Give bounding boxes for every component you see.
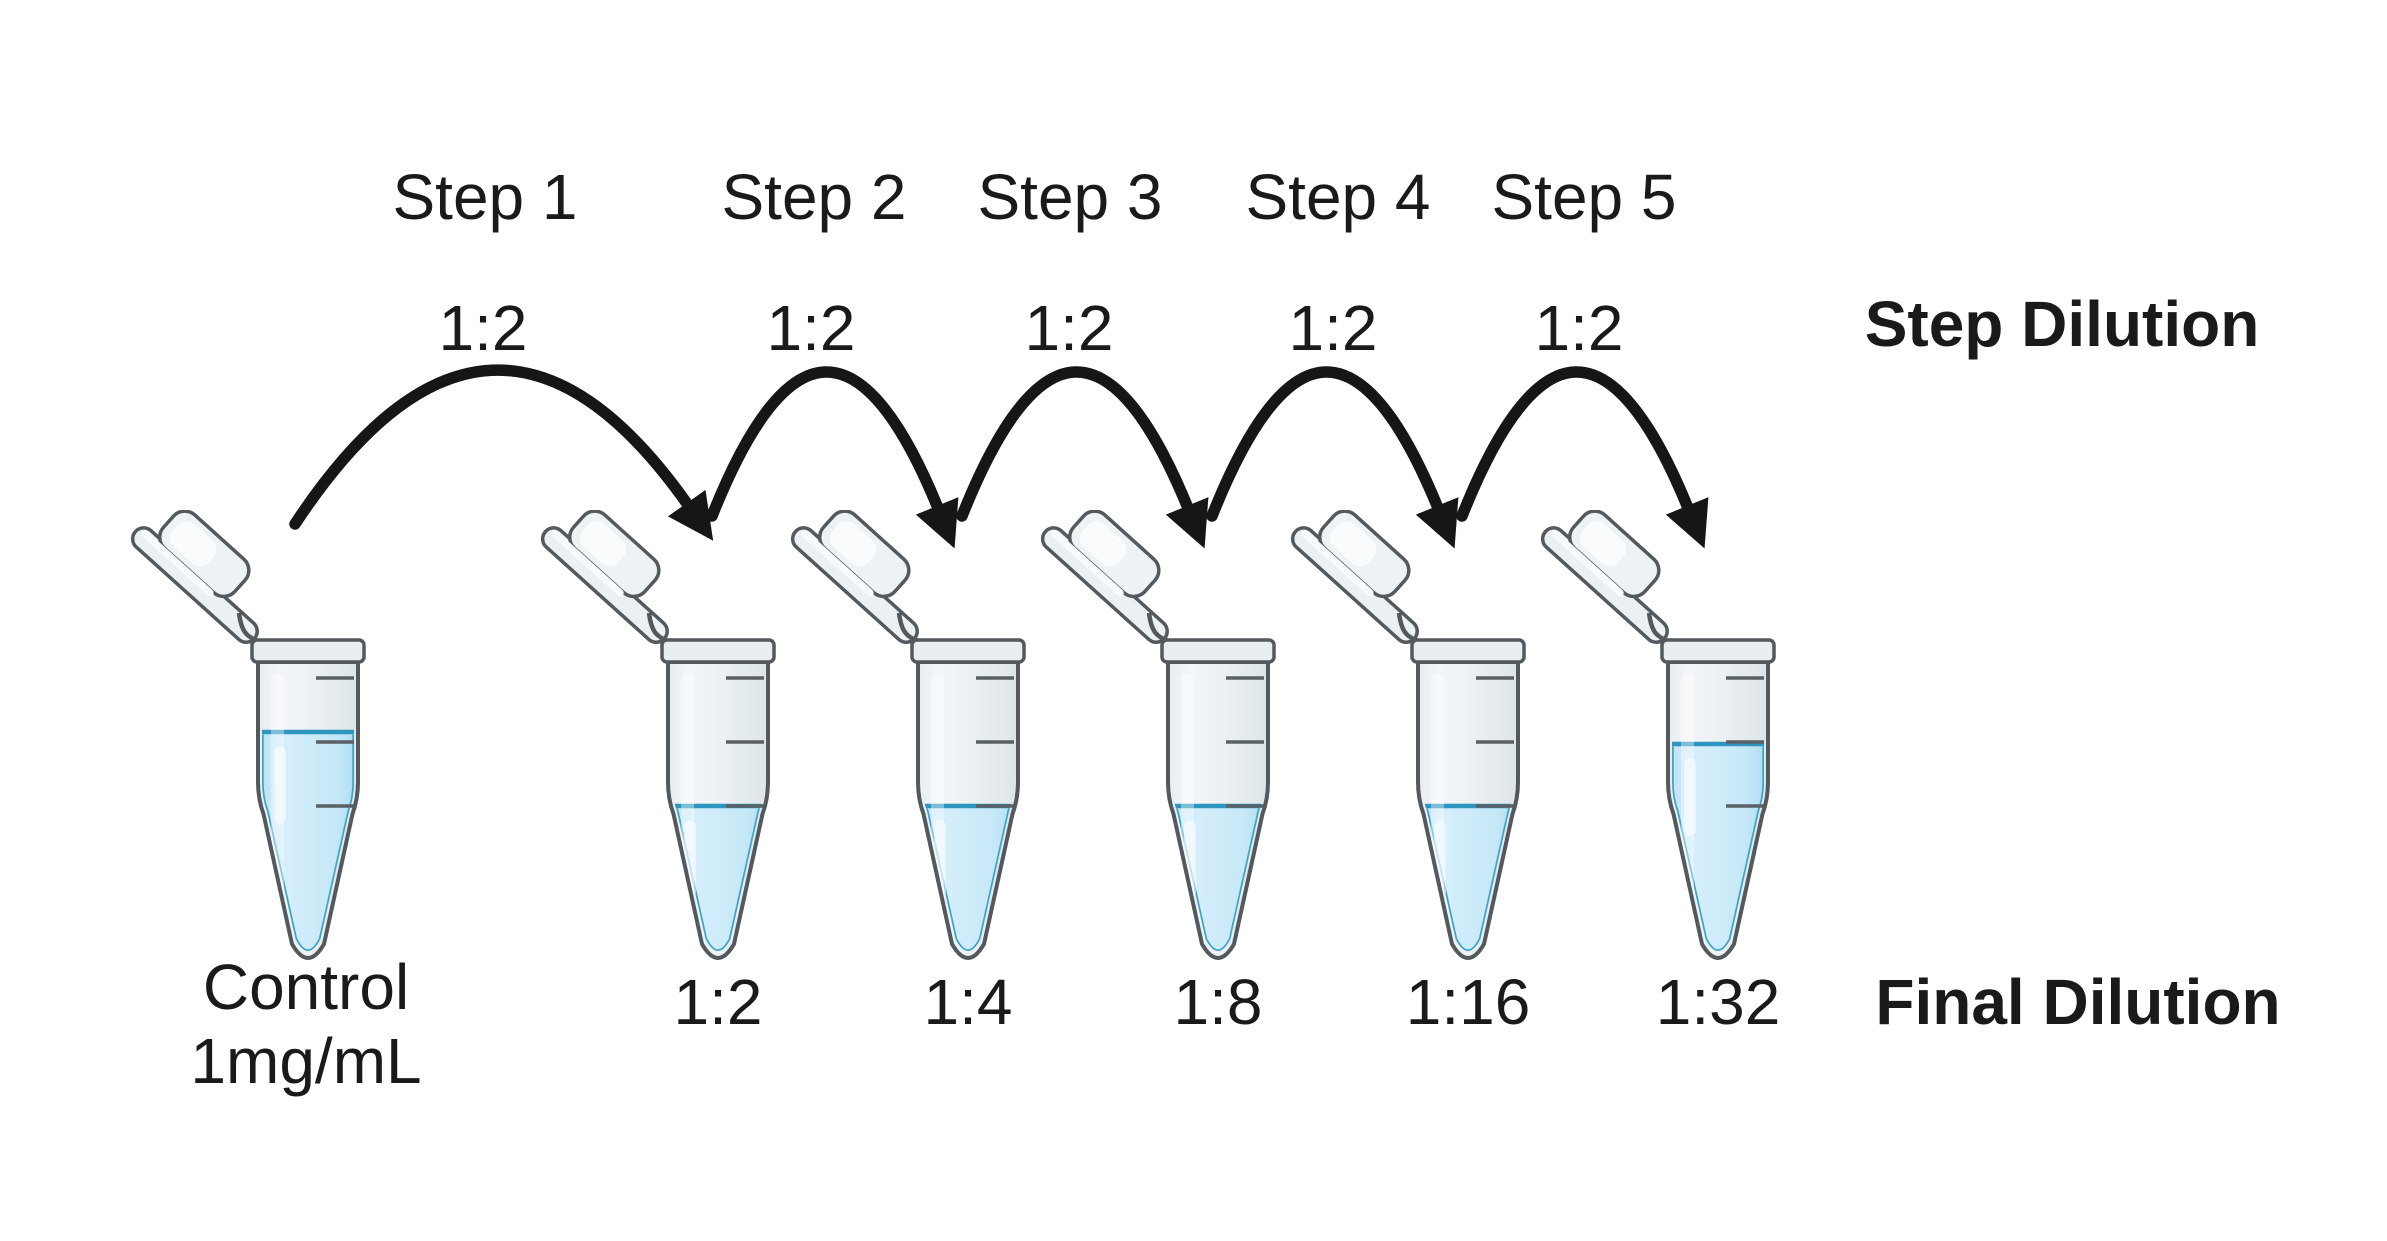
graduation-marks xyxy=(726,676,764,808)
graduation-marks xyxy=(976,676,1014,808)
control-concentration: 1mg/mL xyxy=(190,1025,422,1097)
microcentrifuge-tube-graphic xyxy=(790,509,1026,960)
tube-rim xyxy=(1160,638,1276,664)
tube-rim xyxy=(660,638,776,664)
lid-highlight xyxy=(1079,521,1127,567)
step-label: Step 4 xyxy=(1245,161,1431,233)
tube-lid xyxy=(130,509,259,644)
tube-rim xyxy=(1410,638,1526,664)
graduation-marks xyxy=(316,676,354,808)
lid-highlight xyxy=(829,521,877,567)
tube-1-2 xyxy=(538,509,788,980)
tube-1-32 xyxy=(1538,509,1788,980)
tube-outline xyxy=(916,660,1020,960)
microcentrifuge-tube-graphic xyxy=(1040,509,1276,960)
step-label: Step 1 xyxy=(392,161,578,233)
lid-highlight xyxy=(1579,521,1627,567)
step-dilution-heading: Step Dilution xyxy=(1864,288,2260,360)
step-ratio-label: 1:2 xyxy=(1534,292,1624,364)
tube-outline xyxy=(1666,660,1770,960)
microcentrifuge-tube-graphic xyxy=(1540,509,1776,960)
lid-highlight xyxy=(1329,521,1377,567)
graduation-marks xyxy=(1226,676,1264,808)
tube-rim xyxy=(910,638,1026,664)
lid-highlight xyxy=(169,521,217,567)
step-label: Step 2 xyxy=(721,161,907,233)
transfer-arrow xyxy=(289,364,714,541)
tube-lid xyxy=(540,509,669,644)
microcentrifuge-tube-graphic xyxy=(130,509,366,960)
transfer-arrow xyxy=(956,366,1209,549)
tube-outline xyxy=(1416,660,1520,960)
microcentrifuge-tube-graphic xyxy=(540,509,776,960)
transfer-arrow xyxy=(1456,366,1709,549)
tube-1-8 xyxy=(1038,509,1288,980)
lid-highlight xyxy=(579,521,627,567)
tube-outline xyxy=(1166,660,1270,960)
tube-outline xyxy=(256,660,360,960)
tube-lid xyxy=(1040,509,1169,644)
tube-lid xyxy=(1290,509,1419,644)
tube-outline xyxy=(666,660,770,960)
step-ratio-label: 1:2 xyxy=(438,292,528,364)
step-label: Step 3 xyxy=(977,161,1163,233)
microcentrifuge-tube-graphic xyxy=(1290,509,1526,960)
final-dilution-label: 1:2 xyxy=(673,966,763,1038)
step-ratio-label: 1:2 xyxy=(766,292,856,364)
final-dilution-label: 1:8 xyxy=(1173,966,1263,1038)
final-dilution-label: 1:4 xyxy=(923,966,1013,1038)
tube-1-4 xyxy=(788,509,1038,980)
transfer-arrow xyxy=(706,366,959,549)
transfer-arrow xyxy=(1206,366,1459,549)
final-dilution-heading: Final Dilution xyxy=(1875,966,2281,1038)
tube-lid xyxy=(790,509,919,644)
final-dilution-label: 1:16 xyxy=(1405,966,1531,1038)
graduation-marks xyxy=(1476,676,1514,808)
graduation-marks xyxy=(1726,676,1764,808)
tube-1-16 xyxy=(1288,509,1538,980)
tube-rim xyxy=(1660,638,1776,664)
final-dilution-label: 1:32 xyxy=(1655,966,1781,1038)
step-ratio-label: 1:2 xyxy=(1288,292,1378,364)
tube-lid xyxy=(1540,509,1669,644)
tube-rim xyxy=(250,638,366,664)
control-label: Control xyxy=(202,950,410,1023)
tube-control xyxy=(128,509,378,980)
step-ratio-label: 1:2 xyxy=(1024,292,1114,364)
step-label: Step 5 xyxy=(1491,161,1677,233)
